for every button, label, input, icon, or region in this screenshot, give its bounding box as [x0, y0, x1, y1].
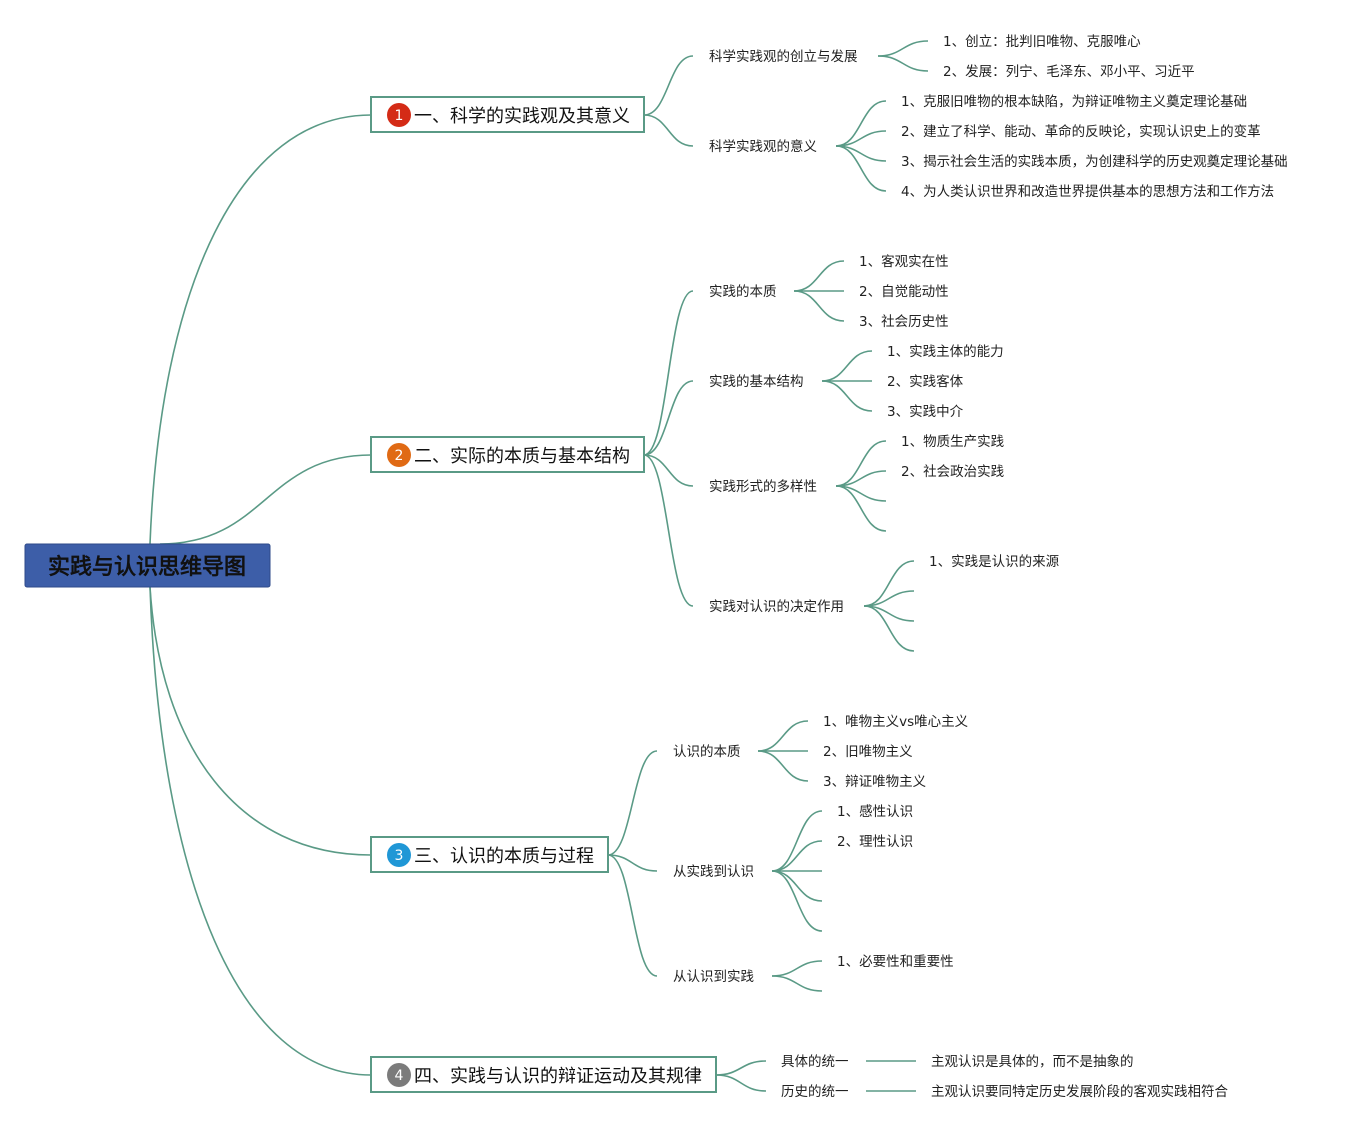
branch-4-title: 四、实践与认识的辩证运动及其规律	[414, 1066, 702, 1087]
badge-2-icon	[387, 443, 411, 467]
connector-curve	[835, 485, 887, 532]
badge-2-number: 2	[395, 448, 404, 464]
branch-3-title: 三、认识的本质与过程	[414, 846, 594, 867]
topic-label[interactable]: 科学实践观的意义	[709, 138, 817, 155]
leaf-label[interactable]: 主观认识是具体的，而不是抽象的	[931, 1054, 1134, 1070]
connector-lines	[149, 40, 929, 1092]
leaf-label[interactable]: 1、必要性和重要性	[837, 954, 954, 970]
connector-curve	[863, 605, 915, 652]
leaf-label[interactable]: 3、揭示社会生活的实践本质，为创建科学的历史观奠定理论基础	[901, 153, 1288, 170]
badge-1-number: 1	[395, 108, 404, 124]
connector-curve	[149, 586, 372, 1076]
connector-curve	[771, 975, 823, 992]
connector-curve	[877, 55, 929, 72]
leaf-label[interactable]: 4、为人类认识世界和改造世界提供基本的思想方法和工作方法	[901, 183, 1274, 200]
branch-node-2[interactable]: 2 二、实际的本质与基本结构	[370, 436, 645, 473]
leaf-label[interactable]: 1、唯物主义vs唯心主义	[823, 714, 968, 730]
connector-curve	[607, 854, 658, 872]
topic-label[interactable]: 科学实践观的创立与发展	[709, 49, 858, 65]
topic-label[interactable]: 实践的本质	[709, 284, 777, 300]
connector-curve	[863, 560, 915, 607]
connector-curve	[771, 960, 823, 977]
connector-curve	[643, 454, 694, 607]
leaf-label[interactable]: 2、旧唯物主义	[823, 744, 913, 760]
leaf-label[interactable]: 3、辩证唯物主义	[823, 774, 926, 790]
badge-4-icon	[387, 1063, 411, 1087]
badge-4-number: 4	[395, 1068, 404, 1084]
topic-label[interactable]: 从实践到认识	[673, 864, 754, 880]
connector-curve	[643, 454, 694, 487]
connector-curve	[771, 870, 823, 902]
connector-curve	[159, 454, 372, 545]
branch-2-box	[370, 436, 645, 473]
leaf-label[interactable]: 2、发展：列宁、毛泽东、邓小平、习近平	[943, 63, 1195, 80]
connector-curve	[771, 870, 823, 932]
connector-curve	[607, 750, 658, 856]
topic-label[interactable]: 实践形式的多样性	[709, 478, 817, 495]
connector-curve	[793, 290, 845, 322]
leaf-label[interactable]: 1、实践是认识的来源	[929, 554, 1060, 570]
topic-label[interactable]: 从认识到实践	[673, 969, 754, 985]
branch-4-box	[370, 1056, 717, 1093]
leaf-label[interactable]: 2、理性认识	[837, 834, 913, 850]
leaf-label[interactable]: 1、物质生产实践	[901, 434, 1005, 450]
connector-curve	[835, 145, 887, 192]
leaf-label[interactable]: 1、感性认识	[837, 803, 913, 820]
connector-curve	[793, 260, 845, 292]
leaf-label[interactable]: 2、实践客体	[887, 373, 964, 390]
connector-curve	[607, 854, 658, 977]
connector-curve	[149, 586, 372, 856]
connector-curve	[835, 100, 887, 147]
connector-curve	[771, 810, 823, 872]
connector-curve	[835, 440, 887, 487]
root-node-box	[24, 543, 271, 588]
branch-node-3[interactable]: 3 三、认识的本质与过程	[370, 836, 609, 873]
branch-1-title: 一、科学的实践观及其意义	[414, 106, 630, 127]
leaf-label[interactable]: 2、社会政治实践	[901, 464, 1005, 480]
badge-3-number: 3	[395, 848, 404, 864]
leaf-label[interactable]: 主观认识要同特定历史发展阶段的客观实践相符合	[931, 1083, 1228, 1100]
topic-label[interactable]: 具体的统一	[781, 1054, 849, 1070]
connector-curve	[757, 750, 809, 782]
connector-curve	[149, 114, 372, 545]
connector-curve	[821, 350, 873, 382]
branch-node-4[interactable]: 4 四、实践与认识的辩证运动及其规律	[370, 1056, 717, 1093]
leaf-label[interactable]: 2、建立了科学、能动、革命的反映论，实现认识史上的变革	[901, 123, 1261, 140]
leaf-label[interactable]: 1、实践主体的能力	[887, 344, 1004, 360]
connector-curve	[715, 1074, 767, 1092]
badge-1-icon	[387, 103, 411, 127]
topic-label[interactable]: 认识的本质	[673, 744, 741, 760]
leaf-label[interactable]: 1、客观实在性	[859, 253, 949, 270]
connector-curve	[643, 55, 694, 116]
connector-curve	[757, 720, 809, 752]
leaf-label[interactable]: 3、社会历史性	[859, 314, 949, 330]
connector-curve	[643, 380, 694, 456]
branch-node-1[interactable]: 1 一、科学的实践观及其意义	[370, 96, 645, 133]
leaf-label[interactable]: 1、克服旧唯物的根本缺陷，为辩证唯物主义奠定理论基础	[901, 93, 1247, 110]
topic-label[interactable]: 实践对认识的决定作用	[709, 599, 844, 615]
leaf-label[interactable]: 3、实践中介	[887, 404, 964, 420]
leaf-label[interactable]: 1、创立：批判旧唯物、克服唯心	[943, 34, 1141, 50]
badge-3-icon	[387, 843, 411, 867]
connector-curve	[643, 290, 694, 456]
branch-1-box	[370, 96, 645, 133]
connector-curve	[821, 380, 873, 412]
branch-2-title: 二、实际的本质与基本结构	[414, 446, 630, 467]
connector-curve	[643, 114, 694, 147]
root-title: 实践与认识思维导图	[48, 554, 246, 580]
topic-label[interactable]: 历史的统一	[781, 1084, 849, 1100]
connector-curve	[771, 840, 823, 872]
connector-curve	[877, 40, 929, 57]
leaf-label[interactable]: 2、自觉能动性	[859, 284, 949, 300]
topic-label[interactable]: 实践的基本结构	[709, 373, 804, 390]
root-node[interactable]: 实践与认识思维导图	[24, 543, 271, 588]
connector-curve	[715, 1060, 767, 1076]
